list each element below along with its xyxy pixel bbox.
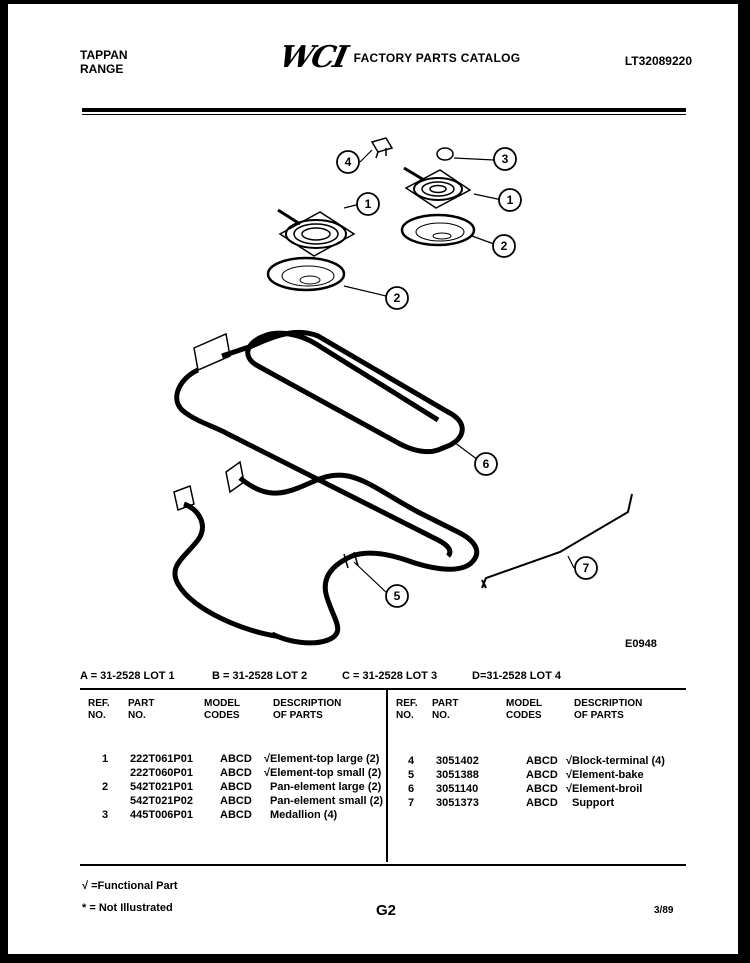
row-model: ABCD	[220, 767, 252, 779]
wci-logo: WCI	[276, 40, 350, 75]
header-model-codes-right: MODEL CODES	[506, 698, 543, 721]
not-illustrated-note: * = Not Illustrated	[82, 902, 173, 914]
bake-element	[172, 460, 480, 646]
row-desc: √Element-top large (2)	[264, 753, 380, 765]
brand-block: TAPPAN RANGE	[80, 48, 128, 76]
product-type: RANGE	[80, 62, 124, 76]
parts-catalog-page: TAPPAN RANGE WCI FACTORY PARTS CATALOG L…	[8, 4, 738, 954]
row-model: ABCD	[220, 795, 252, 807]
drip-pan-large	[266, 256, 346, 292]
row-part: 222T060P01	[130, 767, 193, 779]
lot-c: C = 31-2528 LOT 3	[342, 670, 438, 682]
functional-part-note: √ =Functional Part	[82, 880, 178, 892]
header-model-codes: MODEL CODES	[204, 698, 241, 721]
catalog-heading: WCI FACTORY PARTS CATALOG	[276, 40, 521, 75]
row-ref: 3	[102, 809, 109, 821]
callout-6: 6	[483, 457, 490, 471]
row-desc: Pan-element small (2)	[270, 795, 384, 807]
row-part: 3051388	[436, 769, 479, 781]
row-model: ABCD	[220, 781, 252, 793]
callout-7: 7	[583, 561, 590, 575]
diagram-id: E0948	[625, 638, 657, 650]
row-part: 3051373	[436, 797, 479, 809]
catalog-date: 3/89	[654, 905, 674, 916]
callout-1-right: 1	[507, 193, 514, 207]
table-top-rule	[80, 688, 686, 690]
medallion	[436, 147, 454, 161]
row-desc: Medallion (4)	[270, 809, 338, 821]
row-part: 3051140	[436, 783, 479, 795]
row-part: 222T061P01	[130, 753, 193, 765]
row-ref: 7	[408, 797, 415, 809]
header-description-right: DESCRIPTION OF PARTS	[574, 698, 643, 721]
row-part: 445T006P01	[130, 809, 193, 821]
row-ref: 6	[408, 783, 415, 795]
row-ref: 1	[102, 753, 109, 765]
header-part-no-right: PART NO.	[432, 698, 459, 721]
row-desc: √Element-broil	[566, 783, 643, 795]
page-number: G2	[376, 902, 397, 919]
row-model: ABCD	[526, 769, 558, 781]
drip-pan-small	[400, 213, 476, 247]
row-part: 3051402	[436, 755, 479, 767]
row-desc: Pan-element large (2)	[270, 781, 382, 793]
row-desc: √Block-terminal (4)	[566, 755, 665, 767]
callout-1-left: 1	[365, 197, 372, 211]
row-ref: 2	[102, 781, 109, 793]
surface-element-small	[403, 166, 472, 209]
callout-3: 3	[502, 152, 509, 166]
header-ref-no-right: REF. NO.	[396, 698, 418, 721]
row-desc: √Element-bake	[566, 769, 644, 781]
row-model: ABCD	[526, 755, 558, 767]
exploded-parts-diagram: 1 1 2 2 3 4 5 6 7	[172, 137, 633, 646]
row-ref: 5	[408, 769, 415, 781]
callout-4: 4	[345, 155, 352, 169]
table-center-rule	[386, 690, 388, 862]
row-part: 542T021P02	[130, 795, 193, 807]
terminal-block	[370, 137, 394, 159]
row-model: ABCD	[220, 753, 252, 765]
header-description: DESCRIPTION OF PARTS	[273, 698, 342, 721]
row-model: ABCD	[526, 797, 558, 809]
row-model: ABCD	[526, 783, 558, 795]
callout-2-right: 2	[501, 239, 508, 253]
lot-b: B = 31-2528 LOT 2	[212, 670, 308, 682]
row-part: 542T021P01	[130, 781, 193, 793]
callout-2-left: 2	[394, 291, 401, 305]
brand-name: TAPPAN	[80, 48, 128, 62]
catalog-title: FACTORY PARTS CATALOG	[353, 50, 521, 65]
support-bracket	[481, 493, 633, 589]
surface-element-large	[277, 208, 356, 257]
model-code: LT32089220	[624, 54, 692, 68]
row-model: ABCD	[220, 809, 252, 821]
broil-element	[174, 329, 465, 558]
callout-5: 5	[394, 589, 401, 603]
header-ref-no: REF. NO.	[88, 698, 110, 721]
row-ref: 4	[408, 755, 415, 767]
row-desc: Support	[572, 797, 615, 809]
table-bottom-rule	[80, 864, 686, 866]
header-rule-thin	[82, 114, 686, 115]
lot-a: A = 31-2528 LOT 1	[80, 670, 175, 682]
lot-d: D=31-2528 LOT 4	[472, 670, 561, 682]
header-part-no: PART NO.	[128, 698, 155, 721]
header-rule	[82, 108, 686, 112]
row-desc: √Element-top small (2)	[264, 767, 382, 779]
